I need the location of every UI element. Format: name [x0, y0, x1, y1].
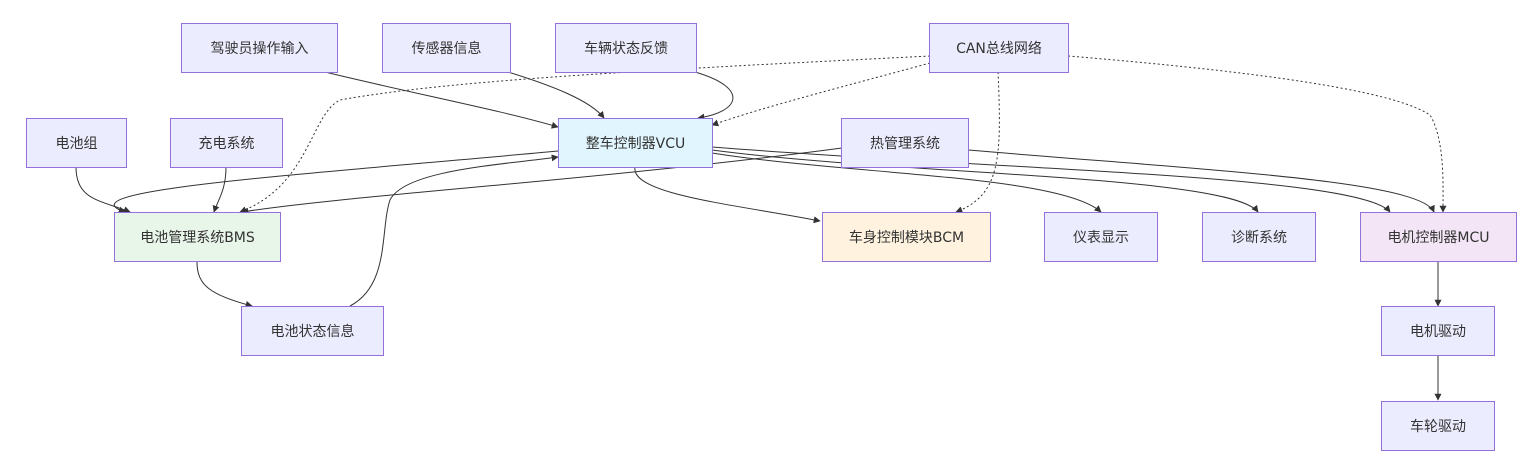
edge-driver-input-to-vcu	[324, 71, 559, 129]
edge-battery-status-to-vcu	[349, 154, 559, 307]
node-dashboard: 仪表显示	[1044, 212, 1158, 262]
node-battery-status: 电池状态信息	[241, 306, 384, 356]
node-wheel-drive: 车轮驱动	[1381, 401, 1495, 451]
node-vcu: 整车控制器VCU	[558, 118, 713, 168]
edge-can-to-mcu	[1067, 55, 1447, 213]
node-battery-pack: 电池组	[26, 118, 127, 168]
node-mcu: 电机控制器MCU	[1360, 212, 1517, 262]
node-can-network: CAN总线网络	[929, 23, 1069, 73]
node-sensor-info: 传感器信息	[382, 23, 511, 73]
node-charging-system: 充电系统	[170, 118, 283, 168]
node-thermal-management: 热管理系统	[841, 118, 969, 168]
node-motor-drive: 电机驱动	[1381, 306, 1495, 356]
node-driver-input: 驾驶员操作输入	[181, 23, 338, 73]
edge-thermal-to-mcu	[968, 149, 1435, 213]
edge-vehicle-feedback-to-vcu	[694, 71, 734, 121]
node-vehicle-feedback: 车辆状态反馈	[555, 23, 697, 73]
edge-vcu-to-mcu	[711, 146, 1391, 213]
edge-can-to-bms	[239, 55, 931, 213]
edge-thermal-to-bms	[241, 147, 843, 215]
edge-sensor-info-to-vcu	[507, 71, 605, 119]
edge-can-to-vcu	[711, 62, 931, 127]
edge-vcu-to-bms	[113, 150, 559, 214]
edge-charging-system-to-bms	[212, 166, 227, 213]
edge-battery-pack-to-bms	[75, 166, 131, 213]
node-bms: 电池管理系统BMS	[114, 212, 281, 262]
node-diagnostics: 诊断系统	[1202, 212, 1316, 262]
edge-bms-to-battery-status	[196, 261, 253, 308]
edge-vcu-to-diagnostics	[711, 149, 1259, 213]
node-bcm: 车身控制模块BCM	[822, 212, 991, 262]
edge-vcu-to-dashboard	[711, 152, 1102, 213]
edge-vcu-to-bcm	[634, 166, 821, 224]
